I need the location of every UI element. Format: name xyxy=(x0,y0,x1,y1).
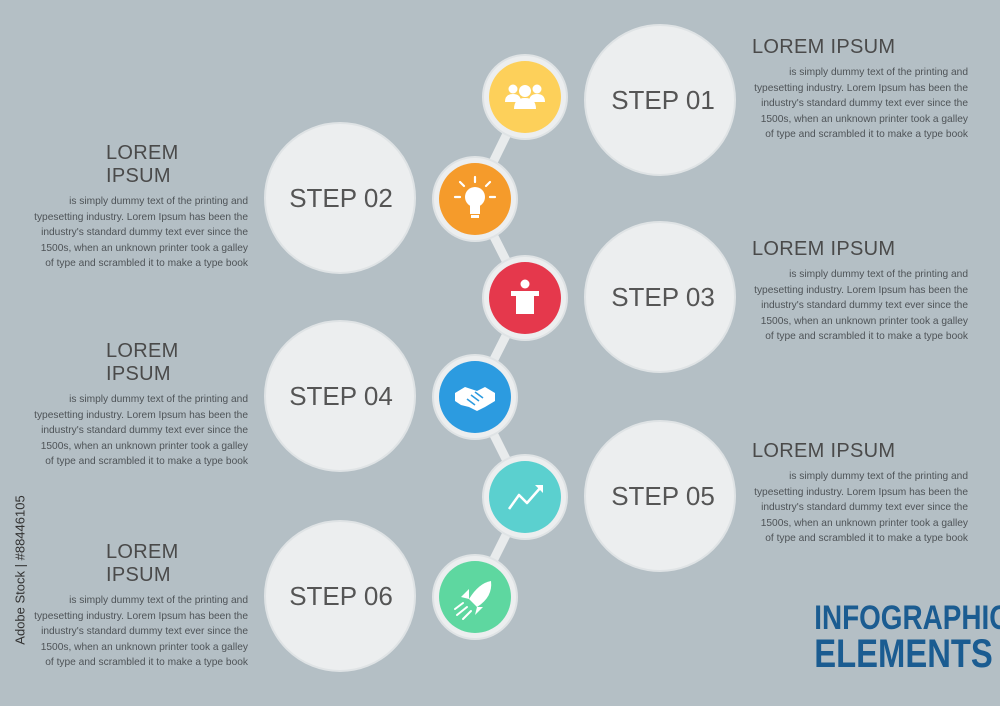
step-06-body: is simply dummy text of the printing and… xyxy=(34,595,248,668)
step-3-node: STEP 03 xyxy=(482,221,736,373)
step-02-heading: LOREM IPSUM xyxy=(106,142,179,187)
step-5-node: STEP 05 xyxy=(482,420,736,572)
step-1-node: STEP 01 xyxy=(482,24,736,176)
people-group-icon xyxy=(505,84,545,109)
step-label: STEP 02 xyxy=(289,183,393,213)
infographic-title: INFOGRAPHIC ELEMENTS xyxy=(780,599,1000,676)
rocket-icon xyxy=(454,581,492,620)
step-06-description: LOREM IPSUM is simply dummy text of the … xyxy=(18,541,248,671)
step-02-description: LOREM IPSUM is simply dummy text of the … xyxy=(18,142,248,272)
step-bubble xyxy=(584,221,736,373)
podium-icon xyxy=(511,279,539,314)
step-bubble xyxy=(264,122,416,274)
title-line-2: ELEMENTS xyxy=(814,632,993,676)
title-line-1: INFOGRAPHIC xyxy=(814,599,1000,637)
step-04-description: LOREM IPSUM is simply dummy text of the … xyxy=(18,340,248,470)
step-6-node: STEP 06 xyxy=(264,520,518,672)
step-06-heading: LOREM IPSUM xyxy=(106,541,179,586)
step-label: STEP 01 xyxy=(611,85,715,115)
step-2-node: STEP 02 xyxy=(264,122,518,274)
step-02-body: is simply dummy text of the printing and… xyxy=(34,196,248,269)
step-4-node: STEP 04 xyxy=(264,320,518,472)
step-bubble xyxy=(264,520,416,672)
handshake-icon xyxy=(455,387,495,411)
step-label: STEP 04 xyxy=(289,381,393,411)
step-05-heading: LOREM IPSUM xyxy=(752,440,896,462)
lightbulb-icon xyxy=(453,175,497,218)
step-03-description: LOREM IPSUM is simply dummy text of the … xyxy=(738,238,968,345)
step-bubble xyxy=(264,320,416,472)
stock-credit: Adobe Stock | #88446105 xyxy=(12,495,28,645)
step-04-heading: LOREM IPSUM xyxy=(106,340,179,385)
step-01-heading: LOREM IPSUM xyxy=(752,36,896,58)
step-03-body: is simply dummy text of the printing and… xyxy=(754,269,968,342)
step-04-body: is simply dummy text of the printing and… xyxy=(34,394,248,467)
step-label: STEP 05 xyxy=(611,481,715,511)
step-bubble xyxy=(584,420,736,572)
step-label: STEP 06 xyxy=(289,581,393,611)
trend-chart-icon xyxy=(507,485,543,510)
step-01-body: is simply dummy text of the printing and… xyxy=(754,67,968,140)
step-bubbles: STEP 01 STEP 02 STEP 03 STEP 04 STEP 05 STEP … xyxy=(264,24,736,672)
step-05-description: LOREM IPSUM is simply dummy text of the … xyxy=(738,440,968,547)
step-01-description: LOREM IPSUM is simply dummy text of the … xyxy=(738,36,968,143)
step-03-heading: LOREM IPSUM xyxy=(752,238,896,260)
step-bubble xyxy=(584,24,736,176)
step-05-body: is simply dummy text of the printing and… xyxy=(754,471,968,544)
icon-disc xyxy=(489,461,561,533)
step-label: STEP 03 xyxy=(611,282,715,312)
